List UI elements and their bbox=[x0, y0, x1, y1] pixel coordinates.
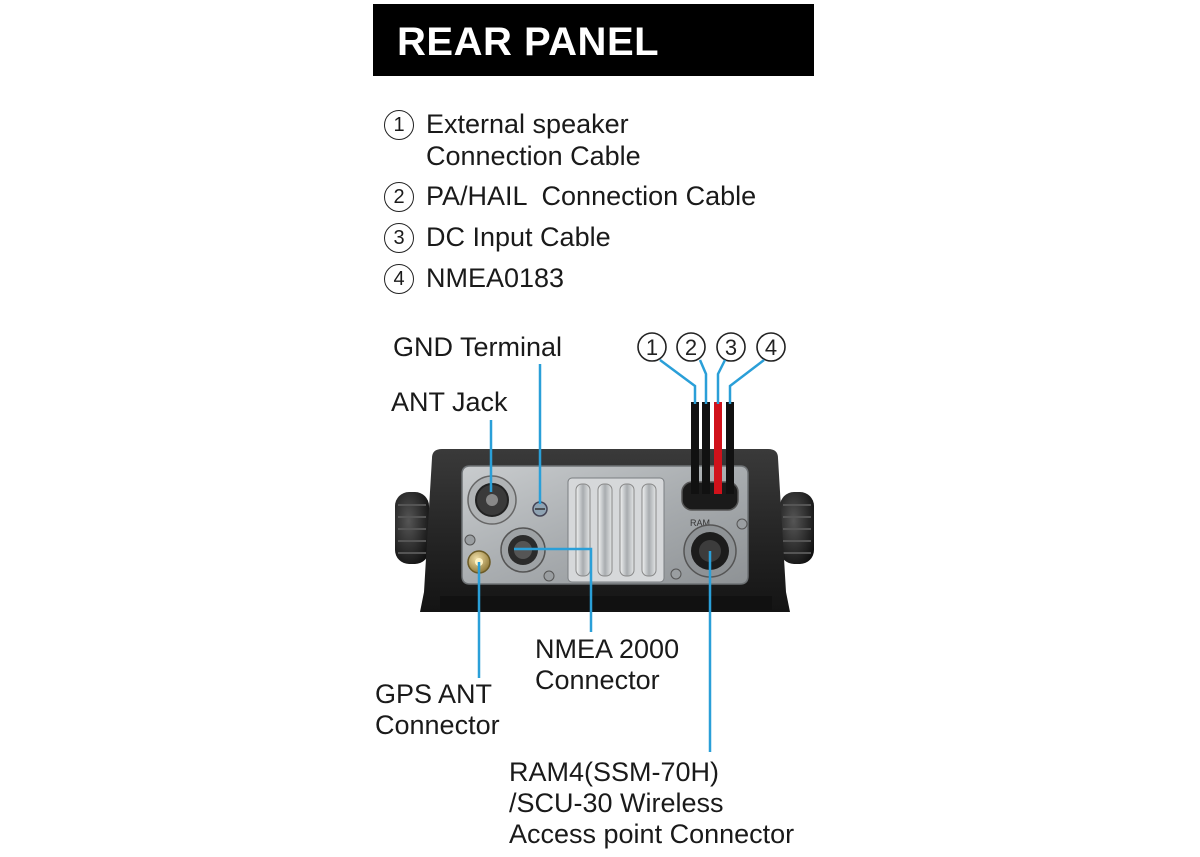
cable-legend: 1 External speaker Connection Cable 2 PA… bbox=[384, 108, 756, 294]
rear-cables bbox=[691, 402, 734, 494]
label-ant-jack: ANT Jack bbox=[391, 387, 508, 417]
label-ram4-line2: /SCU-30 Wireless bbox=[509, 788, 724, 818]
leader-cable-2 bbox=[698, 359, 708, 404]
number-4-icon: 4 bbox=[384, 264, 414, 294]
label-nmea2000-line2: Connector bbox=[535, 665, 660, 695]
dc-red-wire bbox=[714, 402, 722, 494]
label-gps-ant-line2: Connector bbox=[375, 710, 500, 740]
number-1-icon: 1 bbox=[384, 110, 414, 140]
label-nmea2000: NMEA 2000 Connector bbox=[535, 634, 679, 696]
title-banner: REAR PANEL bbox=[373, 4, 814, 76]
cable-marker-2-icon bbox=[676, 332, 706, 362]
leader-cable-3 bbox=[716, 359, 727, 404]
legend-item-4: 4 NMEA0183 bbox=[384, 262, 756, 294]
label-ram4-line3: Access point Connector bbox=[509, 819, 795, 849]
leader-cable-1 bbox=[659, 358, 697, 404]
cable-marker-1-icon bbox=[637, 332, 667, 362]
page-title: REAR PANEL bbox=[397, 20, 660, 64]
leader-cable-4 bbox=[728, 359, 765, 404]
ram-marking: RAM bbox=[690, 518, 710, 528]
leader-nmea2000 bbox=[514, 547, 593, 632]
label-nmea2000-line1: NMEA 2000 bbox=[535, 634, 680, 664]
heatsink-fins bbox=[567, 477, 665, 583]
legend-text-4: NMEA0183 bbox=[426, 263, 565, 293]
number-2-icon: 2 bbox=[384, 182, 414, 212]
cable-marker-3-icon bbox=[716, 332, 746, 362]
left-bracket-knob bbox=[395, 492, 429, 564]
number-3-icon: 3 bbox=[384, 223, 414, 253]
ant-jack-connector bbox=[467, 475, 517, 525]
legend-text-1a: External speaker bbox=[426, 109, 629, 139]
label-gnd-terminal: GND Terminal bbox=[393, 332, 563, 362]
label-gps-ant-line1: GPS ANT bbox=[375, 679, 493, 709]
cable-marker-3-label: 3 bbox=[725, 335, 737, 360]
legend-item-3: 3 DC Input Cable bbox=[384, 221, 756, 253]
legend-item-2: 2 PA/HAIL Connection Cable bbox=[384, 180, 756, 212]
legend-item-1: 1 External speaker Connection Cable bbox=[384, 108, 756, 172]
gnd-terminal-screw bbox=[532, 501, 548, 517]
leader-lines bbox=[477, 358, 765, 752]
legend-text-2: PA/HAIL Connection Cable bbox=[426, 181, 757, 211]
label-gps-ant: GPS ANT Connector bbox=[375, 679, 500, 741]
cable-marker-4-label: 4 bbox=[765, 335, 777, 360]
label-ram4-line1: RAM4(SSM-70H) bbox=[509, 757, 720, 787]
legend-text-1b: Connection Cable bbox=[426, 141, 641, 171]
right-bracket-knob bbox=[780, 492, 814, 564]
cable-marker-4-icon bbox=[756, 332, 786, 362]
cable-marker-1-label: 1 bbox=[646, 335, 658, 360]
cable-marker-2-label: 2 bbox=[685, 335, 697, 360]
cable-number-markers: 1 2 3 4 bbox=[637, 332, 786, 362]
legend-text-3: DC Input Cable bbox=[426, 222, 611, 252]
label-ram4: RAM4(SSM-70H) /SCU-30 Wireless Access po… bbox=[509, 757, 794, 850]
